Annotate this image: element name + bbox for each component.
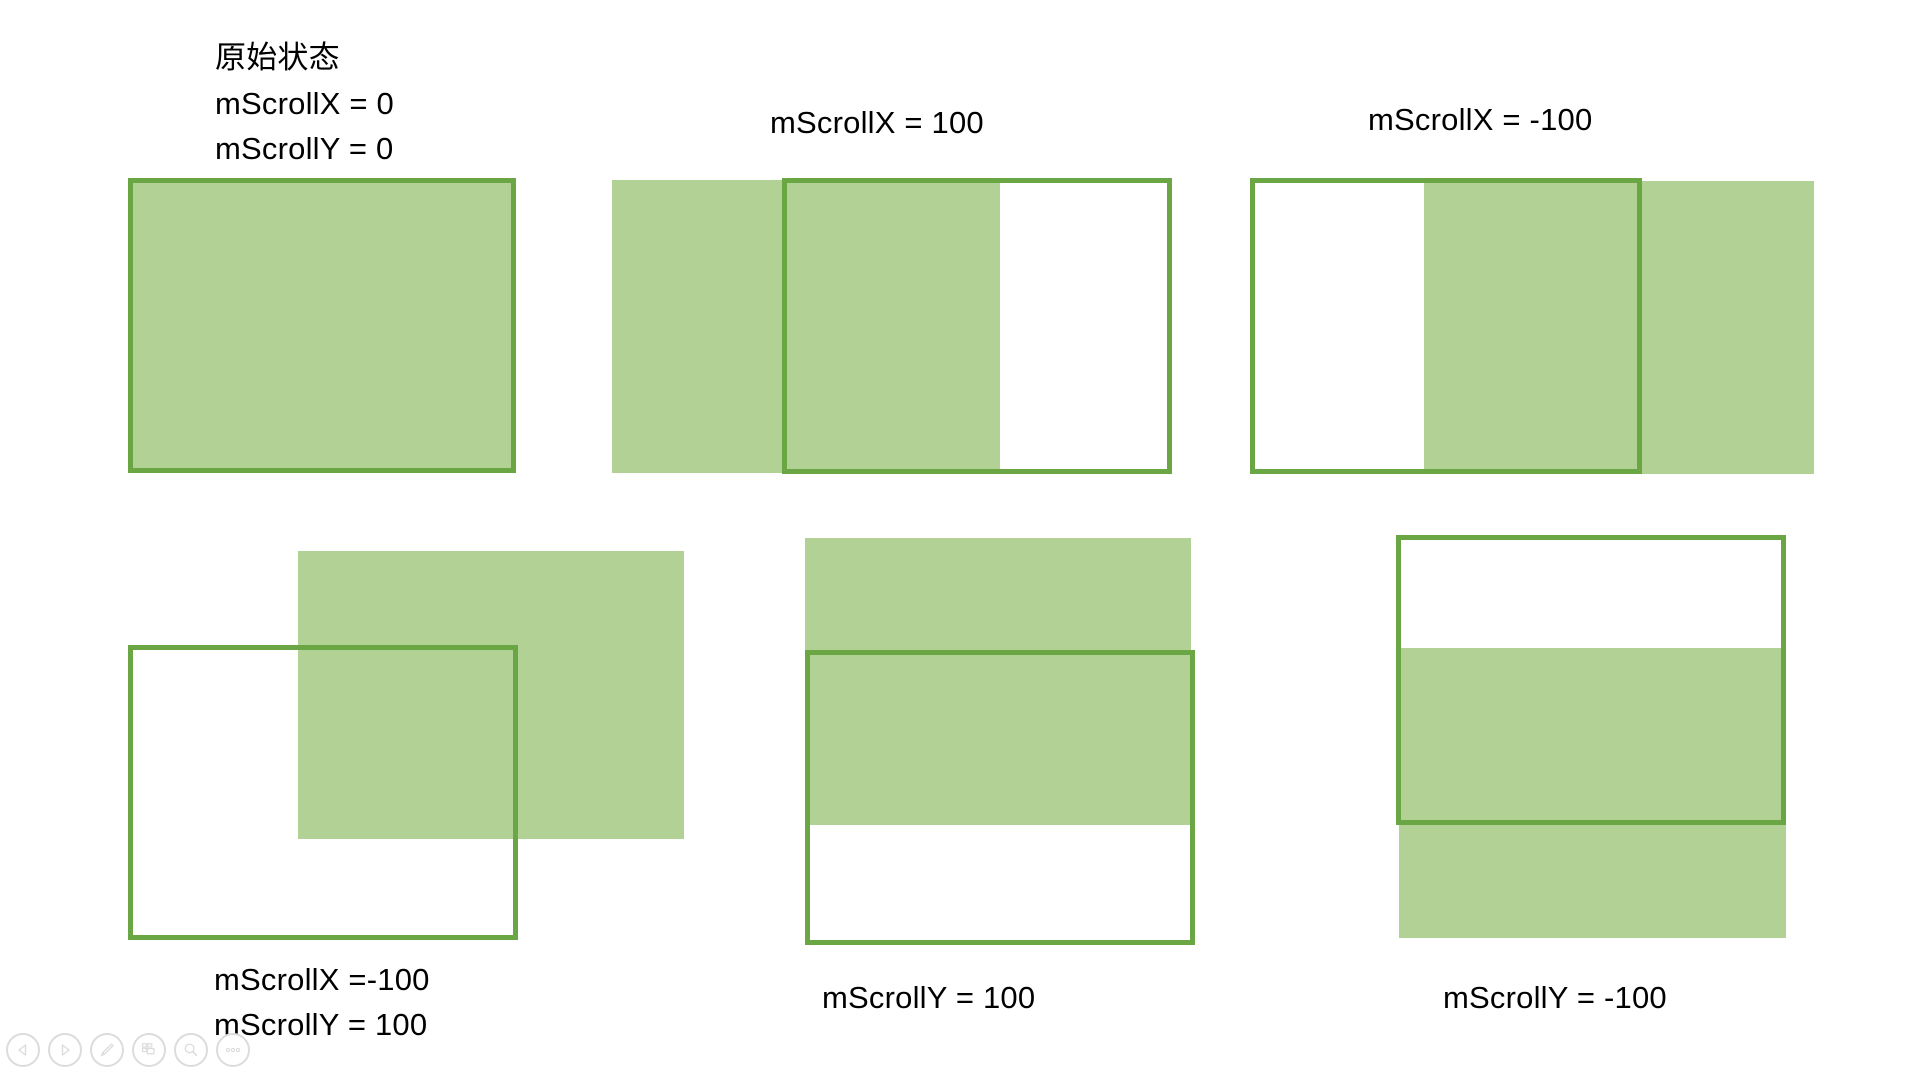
content-rect-scroll-y-negative: [1399, 648, 1786, 938]
caption-scroll-y-positive: mScrollY = 100: [822, 975, 1035, 1020]
caption-scroll-x-negative-text: mScrollX = -100: [1368, 102, 1593, 137]
previous-slide-icon[interactable]: [6, 1033, 40, 1067]
caption-original-state-title: 原始状态: [215, 40, 340, 76]
viewport-rect-original: [128, 178, 516, 473]
content-rect-scroll-y-positive: [805, 538, 1191, 825]
caption-original-state: 原始状态 mScrollX = 0 mScrollY = 0: [215, 36, 394, 171]
viewport-rect-scroll-y-negative-overlay: [1396, 535, 1786, 825]
caption-scroll-x-positive-text: mScrollX = 100: [770, 105, 984, 140]
caption-scroll-xy-line2: mScrollY = 100: [214, 1007, 428, 1042]
viewport-rect-scroll-y-positive: [805, 650, 1195, 945]
presentation-toolbar: [6, 1028, 250, 1072]
magnifier-icon[interactable]: [174, 1033, 208, 1067]
content-rect-scroll-x-negative: [1424, 181, 1814, 474]
caption-scroll-xy-line1: mScrollX =-100: [214, 962, 430, 997]
more-options-icon[interactable]: [216, 1033, 250, 1067]
viewport-rect-scroll-x-positive: [782, 178, 1172, 474]
viewport-rect-scroll-x-negative: [1250, 178, 1642, 474]
next-slide-icon[interactable]: [48, 1033, 82, 1067]
content-rect-original: [128, 178, 516, 473]
content-rect-scroll-xy: [298, 551, 684, 839]
caption-original-state-line1: mScrollX = 0: [215, 86, 394, 121]
caption-scroll-x-positive: mScrollX = 100: [770, 100, 984, 145]
caption-scroll-x-negative: mScrollX = -100: [1368, 97, 1592, 142]
caption-scroll-y-negative: mScrollY = -100: [1443, 975, 1667, 1020]
caption-scroll-y-negative-text: mScrollY = -100: [1443, 980, 1667, 1015]
caption-original-state-line2: mScrollY = 0: [215, 131, 394, 166]
slide-grid-icon[interactable]: [132, 1033, 166, 1067]
caption-scroll-xy: mScrollX =-100 mScrollY = 100: [214, 957, 430, 1047]
viewport-rect-scroll-xy: [128, 645, 518, 940]
caption-scroll-y-positive-text: mScrollY = 100: [822, 980, 1036, 1015]
content-rect-scroll-x-positive: [612, 180, 1000, 473]
pen-icon[interactable]: [90, 1033, 124, 1067]
